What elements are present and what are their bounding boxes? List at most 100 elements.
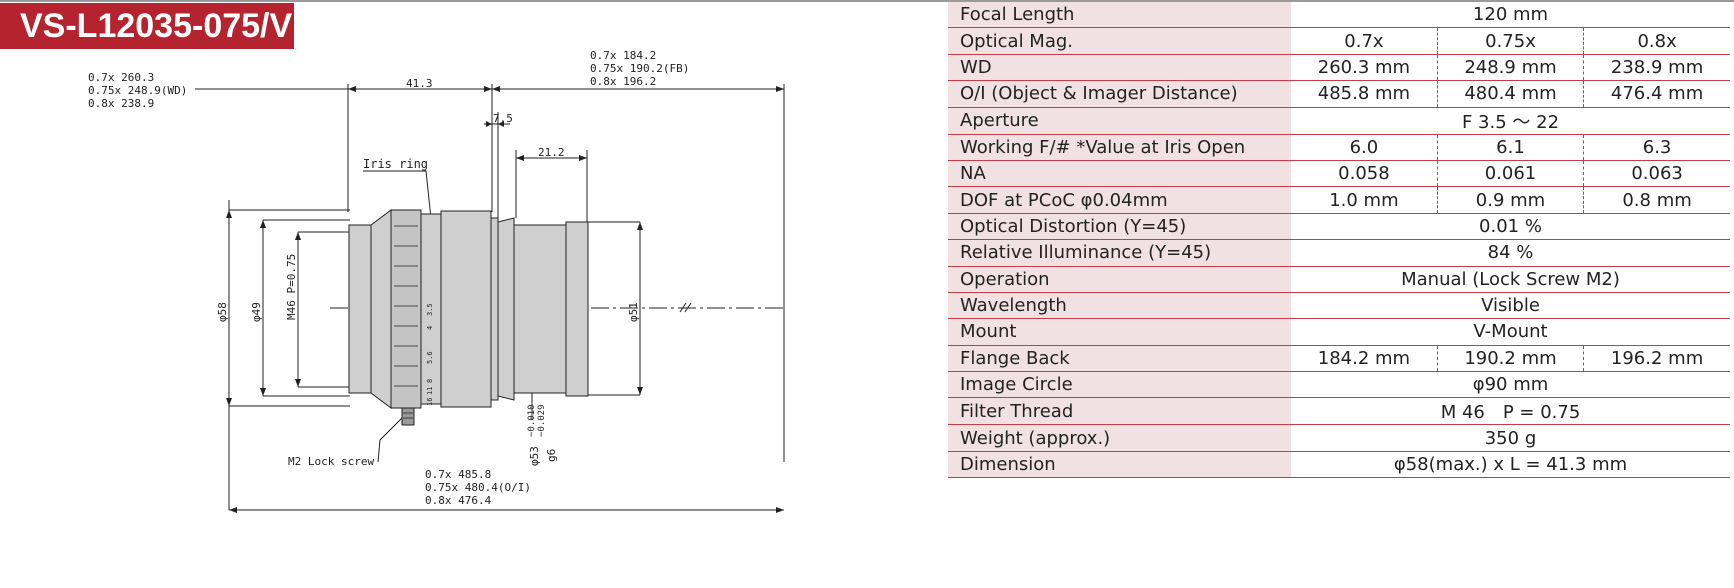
spec-value: 196.2 mm xyxy=(1583,345,1730,373)
diameter-49-label: φ49 xyxy=(250,302,263,322)
spec-value: 0.058 xyxy=(1291,160,1438,188)
diameter-51-label: φ51 xyxy=(627,302,640,322)
spec-label: Filter Thread xyxy=(948,397,1291,426)
spec-label: Optical Mag. xyxy=(948,27,1291,55)
spec-value: 190.2 mm xyxy=(1436,345,1584,373)
spec-label: Dimension xyxy=(948,451,1291,479)
spec-value: 480.4 mm xyxy=(1436,80,1584,108)
spec-label: DOF at PCoC φ0.04mm xyxy=(948,186,1291,214)
spec-value: 120 mm xyxy=(1291,2,1730,29)
spec-value: Visible xyxy=(1291,292,1730,320)
lock-screw-label: M2 Lock screw xyxy=(288,455,374,468)
spec-value: 0.75x xyxy=(1436,27,1584,55)
spec-value: 1.0 mm xyxy=(1291,186,1438,214)
tolerance-upper: −0.010 xyxy=(527,404,537,437)
spec-label: Relative Illuminance (Y=45) xyxy=(948,239,1291,267)
model-title: VS-L12035-075/V xyxy=(0,3,294,49)
spec-value: M 46 P = 0.75 xyxy=(1291,397,1730,426)
spec-value: 485.8 mm xyxy=(1291,80,1438,108)
iris-ring-label: Iris ring xyxy=(363,157,428,171)
dimension-7-5: 7.5 xyxy=(493,112,513,125)
spec-value: F 3.5 ～ 22 xyxy=(1291,107,1730,135)
oi-label-07: 0.7x 485.8 xyxy=(425,468,491,481)
tolerance-lower: −0.029 xyxy=(537,404,547,437)
spec-label: Focal Length xyxy=(948,2,1291,29)
spec-label: Operation xyxy=(948,266,1291,293)
spec-value: 0.8x xyxy=(1583,27,1730,55)
f-stop-16: 16 xyxy=(426,398,434,406)
diameter-53-label: φ53 xyxy=(528,446,541,466)
fit-label: g6 xyxy=(545,449,558,462)
f-stop-35: 3.5 xyxy=(426,303,434,316)
length-dimension: 41.3 xyxy=(406,77,433,90)
spec-value: 6.3 xyxy=(1583,134,1730,161)
spec-label: Weight (approx.) xyxy=(948,424,1291,452)
spec-value: 6.0 xyxy=(1291,134,1438,161)
spec-label: Optical Distortion (Y=45) xyxy=(948,213,1291,241)
thread-label: M46 P=0.75 xyxy=(285,254,298,320)
spec-value: V-Mount xyxy=(1291,318,1730,346)
spec-value: 248.9 mm xyxy=(1436,54,1584,82)
spec-value: 0.9 mm xyxy=(1436,186,1584,214)
spec-value: 476.4 mm xyxy=(1583,80,1730,108)
f-stop-11: 11 xyxy=(426,387,434,395)
spec-value: 260.3 mm xyxy=(1291,54,1438,82)
spec-value: 84 % xyxy=(1291,239,1730,267)
spec-value: 0.063 xyxy=(1583,160,1730,188)
oi-label-075: 0.75x 480.4(O/I) xyxy=(425,481,531,494)
spec-label: O/I (Object & Imager Distance) xyxy=(948,80,1291,108)
spec-label: Image Circle xyxy=(948,371,1291,399)
spec-row: Optical Distortion (Y=45)0.01 % xyxy=(948,213,1730,241)
spec-label: Flange Back xyxy=(948,345,1291,373)
spec-value: 0.01 % xyxy=(1291,213,1730,241)
spec-label: WD xyxy=(948,54,1291,82)
dimension-21-2: 21.2 xyxy=(538,146,565,159)
oi-label-08: 0.8x 476.4 xyxy=(425,494,492,507)
spec-value: φ58(max.) x L = 41.3 mm xyxy=(1291,451,1730,479)
fb-label-08: 0.8x 196.2 xyxy=(590,75,656,88)
spec-value: 6.1 xyxy=(1436,134,1584,161)
spec-value: 184.2 mm xyxy=(1291,345,1438,373)
spec-label: Mount xyxy=(948,318,1291,346)
spec-value: 0.061 xyxy=(1436,160,1584,188)
spec-label: NA xyxy=(948,160,1291,188)
top-rule xyxy=(0,0,1734,2)
wd-label-075: 0.75x 248.9(WD) xyxy=(88,84,187,97)
spec-value: 238.9 mm xyxy=(1583,54,1730,82)
lens-dimension-drawing: 0.7x 260.3 0.75x 248.9(WD) 0.8x 238.9 0.… xyxy=(88,49,785,513)
wd-label-07: 0.7x 260.3 xyxy=(88,71,154,84)
spec-label: Working F/# *Value at Iris Open xyxy=(948,134,1291,161)
spec-value: φ90 mm xyxy=(1291,371,1730,399)
spec-value: 350 g xyxy=(1291,424,1730,452)
fb-label-07: 0.7x 184.2 xyxy=(590,49,656,62)
diameter-58-label: φ58 xyxy=(216,302,229,322)
spec-row: Weight (approx.)350 g xyxy=(948,424,1730,452)
fb-label-075: 0.75x 190.2(FB) xyxy=(590,62,689,75)
f-stop-4: 4 xyxy=(426,326,434,330)
spec-value: 0.7x xyxy=(1291,27,1438,55)
spec-label: Wavelength xyxy=(948,292,1291,320)
spec-row: Relative Illuminance (Y=45)84 % xyxy=(948,239,1730,267)
f-stop-8: 8 xyxy=(426,379,434,383)
wd-label-08: 0.8x 238.9 xyxy=(88,97,154,110)
f-stop-56: 5.6 xyxy=(426,351,434,364)
spec-value: Manual (Lock Screw M2) xyxy=(1291,266,1730,293)
spec-label: Aperture xyxy=(948,107,1291,135)
spec-value: 0.8 mm xyxy=(1583,186,1730,214)
